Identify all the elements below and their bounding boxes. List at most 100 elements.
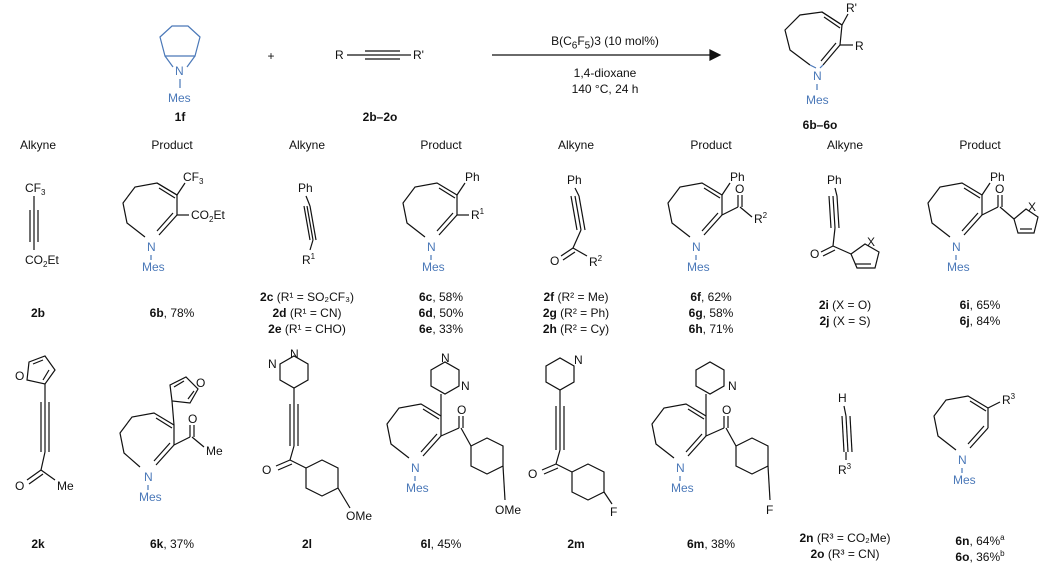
- svg-text:X: X: [867, 235, 875, 249]
- piperidine-structure: N Mes: [159, 25, 201, 105]
- label-6g: 6g, 58%: [688, 306, 734, 320]
- svg-text:Mes: Mes: [687, 260, 710, 274]
- svg-text:X: X: [1028, 200, 1036, 214]
- alkyne-2b-structure: CF3 CO2Et: [25, 181, 59, 269]
- svg-text:F: F: [610, 505, 617, 519]
- svg-text:OMe: OMe: [495, 503, 521, 517]
- svg-text:F: F: [766, 503, 773, 517]
- solvent-text: 1,4-dioxane: [573, 66, 637, 80]
- label-6h: 6h, 71%: [688, 322, 734, 336]
- svg-text:N: N: [411, 461, 420, 475]
- alkyne-2c-2e-structure: Ph R1: [298, 181, 317, 267]
- label-2n: 2n (R³ = CO₂Me): [799, 531, 891, 545]
- product-n: N: [813, 69, 822, 83]
- svg-text:CO2Et: CO2Et: [25, 253, 59, 269]
- svg-text:N: N: [728, 379, 737, 393]
- svg-text:N: N: [441, 351, 450, 365]
- svg-text:Mes: Mes: [422, 260, 445, 274]
- header-product-3: Product: [690, 138, 732, 152]
- label-6j: 6j, 84%: [959, 314, 1001, 328]
- svg-text:N: N: [958, 453, 967, 467]
- svg-text:N: N: [147, 240, 156, 254]
- svg-text:N: N: [574, 353, 583, 367]
- label-6m: 6m, 38%: [686, 537, 736, 551]
- product-6i-6j-structure: N Mes Ph O X: [927, 170, 1039, 274]
- product-6f-6h-structure: N Mes Ph O R2: [667, 170, 768, 274]
- svg-text:O: O: [550, 254, 559, 268]
- compound-6b-6o-label: 6b–6o: [802, 118, 838, 132]
- svg-text:Mes: Mes: [139, 490, 162, 504]
- conditions-text: 140 °C, 24 h: [571, 82, 639, 96]
- svg-text:Mes: Mes: [947, 260, 970, 274]
- svg-text:O: O: [722, 403, 731, 417]
- svg-text:Mes: Mes: [671, 481, 694, 495]
- header-alkyne-3: Alkyne: [557, 138, 595, 152]
- alkyne-rprime: R': [413, 48, 424, 62]
- product-mes: Mes: [806, 93, 829, 107]
- svg-text:R2: R2: [589, 254, 603, 269]
- svg-text:R1: R1: [302, 252, 316, 267]
- header-product-4: Product: [959, 138, 1001, 152]
- alkyne-2n-2o-structure: H R3: [838, 391, 853, 477]
- label-2e: 2e (R¹ = CHO): [268, 322, 346, 336]
- catalyst-text: B(C6F5)3 (10 mol%): [551, 34, 659, 52]
- label-2c: 2c (R¹ = SO₂CF₃): [260, 290, 354, 304]
- label-2f: 2f (R² = Me): [543, 290, 609, 304]
- label-6d: 6d, 50%: [418, 306, 464, 320]
- svg-text:Ph: Ph: [298, 181, 313, 195]
- azocine-product-structure: N Mes R' R: [784, 1, 864, 107]
- svg-text:O: O: [735, 182, 744, 196]
- label-2b: 2b: [30, 306, 46, 320]
- svg-text:N: N: [952, 240, 961, 254]
- header-product-2: Product: [420, 138, 462, 152]
- svg-text:Mes: Mes: [953, 473, 976, 487]
- alkyne-2i-2j-structure: Ph O X: [810, 173, 880, 269]
- svg-text:N: N: [144, 470, 153, 484]
- svg-text:N: N: [268, 357, 277, 371]
- label-6i: 6i, 65%: [959, 298, 1001, 312]
- svg-text:Mes: Mes: [406, 481, 429, 495]
- product-6m-structure: N N Mes O F: [651, 361, 773, 517]
- plus-sign: +: [267, 49, 275, 63]
- svg-text:CF3: CF3: [25, 181, 46, 197]
- svg-text:Ph: Ph: [567, 173, 582, 187]
- label-6b: 6b, 78%: [149, 306, 195, 320]
- header-alkyne-4: Alkyne: [826, 138, 864, 152]
- compound-2b-2o-label: 2b–2o: [362, 110, 398, 124]
- product-rprime: R': [846, 1, 857, 15]
- header-alkyne-2: Alkyne: [288, 138, 326, 152]
- product-6k-structure: O N Mes O Me: [119, 376, 223, 504]
- svg-text:Ph: Ph: [730, 170, 745, 184]
- label-2k: 2k: [31, 537, 45, 551]
- svg-text:O: O: [995, 182, 1004, 196]
- svg-text:O: O: [188, 412, 197, 426]
- svg-text:O: O: [15, 369, 24, 383]
- alkyne-2m-structure: N O F: [528, 353, 617, 519]
- header-product-1: Product: [151, 138, 193, 152]
- product-6b-structure: N Mes CF3 CO2Et: [122, 170, 225, 274]
- alkyne-r: R: [335, 48, 344, 62]
- label-6c: 6c, 58%: [418, 290, 464, 304]
- label-6e: 6e, 33%: [418, 322, 464, 336]
- svg-text:R3: R3: [1002, 392, 1016, 407]
- label-2d: 2d (R¹ = CN): [272, 306, 342, 320]
- label-2g: 2g (R² = Ph): [542, 306, 610, 320]
- svg-text:O: O: [810, 247, 819, 261]
- svg-text:CO2Et: CO2Et: [191, 208, 225, 224]
- label-2h: 2h (R² = Cy): [542, 322, 610, 336]
- svg-text:N: N: [427, 240, 436, 254]
- svg-text:R2: R2: [754, 211, 768, 226]
- label-6o: 6o, 36%b: [955, 549, 1005, 564]
- label-6l: 6l, 45%: [420, 537, 462, 551]
- label-6k: 6k, 37%: [149, 537, 195, 551]
- header-alkyne-1: Alkyne: [19, 138, 57, 152]
- product-6n-6o-structure: R3 N Mes: [933, 392, 1016, 487]
- product-6c-6e-structure: N Mes Ph R1: [402, 170, 485, 274]
- svg-text:Me: Me: [206, 444, 223, 458]
- svg-text:O: O: [262, 463, 271, 477]
- svg-text:CF3: CF3: [183, 170, 204, 186]
- compound-1f-label: 1f: [174, 110, 186, 124]
- reaction-arrow: [492, 49, 722, 61]
- svg-text:N: N: [461, 379, 470, 393]
- svg-text:N: N: [290, 347, 299, 361]
